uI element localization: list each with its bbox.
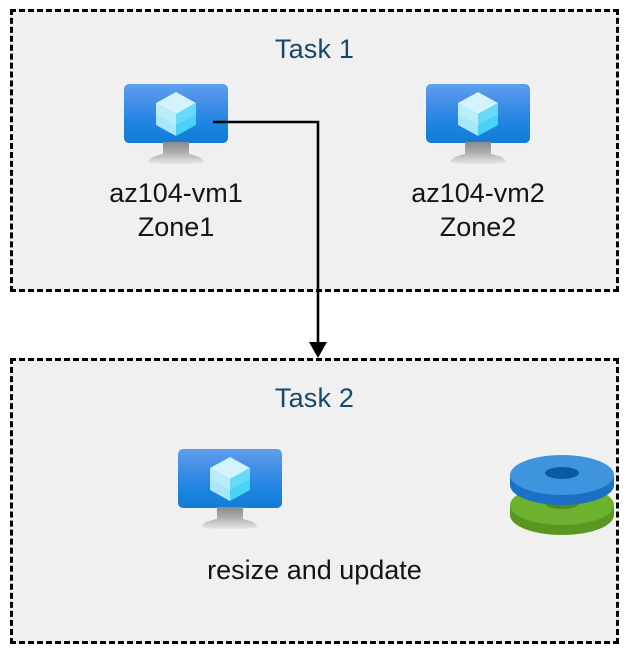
virtual-machine-icon (426, 84, 530, 164)
task-2-icon-row (13, 449, 616, 537)
vm-stand-neck (216, 507, 243, 522)
task-1-container: Task 1 az104-vm1 Zone1 (10, 9, 619, 292)
arrowhead-icon (309, 342, 327, 358)
virtual-machine-icon (124, 84, 228, 164)
vm-screen (177, 449, 282, 508)
vm-screen (124, 84, 228, 143)
disks-icon[interactable] (508, 449, 616, 537)
disks-icon-svg (510, 455, 614, 535)
vm-stand-base (447, 154, 509, 164)
vm-cube-icon (458, 91, 498, 136)
vm-screen (426, 84, 530, 143)
node-label-az104-vm1: az104-vm1 Zone1 (109, 178, 243, 243)
task-2-title: Task 2 (274, 383, 355, 413)
task-2-container: Task 2 (10, 358, 619, 644)
vm-cube-icon (209, 456, 250, 501)
vm-stand-base (145, 154, 207, 164)
vm-stand-neck (163, 142, 189, 157)
node-label-az104-vm2: az104-vm2 Zone2 (411, 178, 545, 243)
blue-disk (510, 455, 614, 505)
task-1-title: Task 1 (274, 34, 355, 64)
node-az104-vm1[interactable]: az104-vm1 Zone1 (51, 84, 301, 244)
virtual-machine-icon[interactable] (177, 449, 282, 529)
task-2-caption: resize and update (207, 555, 422, 585)
vm-cube-icon (156, 91, 196, 136)
vm-stand-neck (465, 142, 491, 157)
node-az104-vm2[interactable]: az104-vm2 Zone2 (353, 84, 603, 244)
vm-stand-base (198, 519, 261, 529)
